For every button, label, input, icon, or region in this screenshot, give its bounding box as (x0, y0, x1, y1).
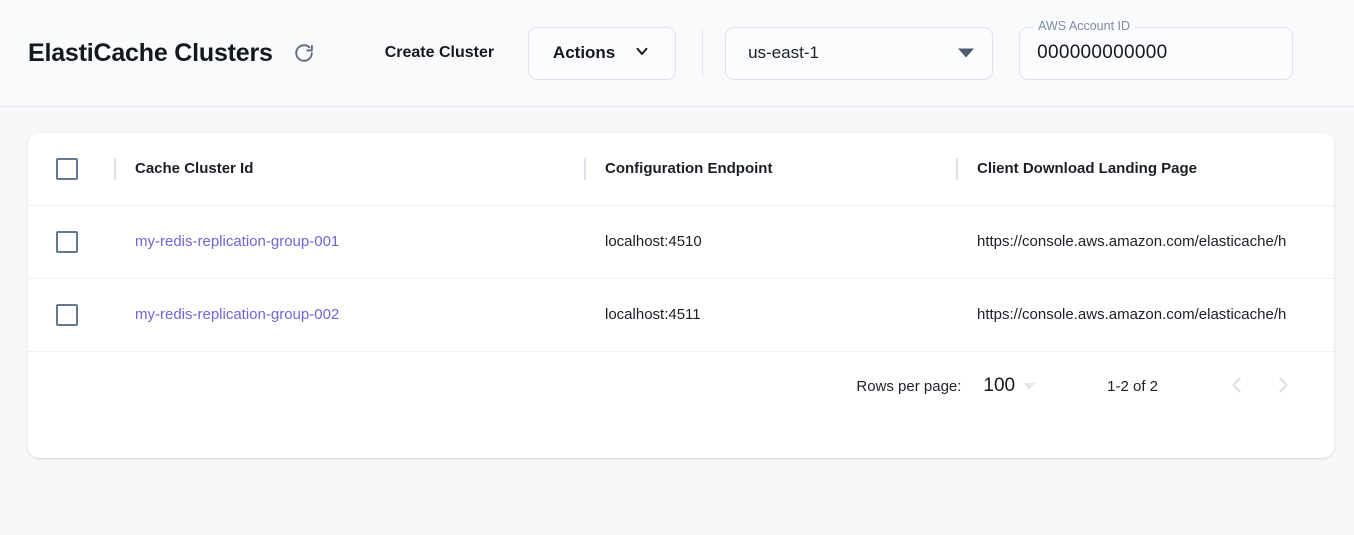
chevron-right-icon (1272, 374, 1294, 399)
select-all-checkbox[interactable] (56, 157, 78, 180)
aws-account-id-outline (1019, 26, 1294, 80)
chevron-left-icon (1226, 374, 1248, 399)
configuration-endpoint-text: localhost:4510 (605, 233, 702, 250)
column-header-configuration-endpoint[interactable]: Configuration Endpoint (584, 133, 956, 205)
column-header-label: Cache Cluster Id (135, 160, 254, 178)
row-select-cell (28, 278, 114, 351)
row-checkbox[interactable] (56, 303, 78, 326)
select-all-cell (28, 133, 114, 205)
cell-client-download-landing-page: https://console.aws.amazon.com/elasticac… (956, 205, 1334, 278)
header-divider (702, 29, 704, 77)
pagination-row: Rows per page: 100 1-2 of 2 (28, 350, 1334, 421)
table-row[interactable]: my-redis-replication-group-002 localhost… (28, 278, 1334, 351)
clusters-table: Cache Cluster Id Configuration Endpoint … (28, 133, 1334, 421)
pagination: Rows per page: 100 1-2 of 2 (28, 352, 1334, 421)
refresh-icon (293, 42, 315, 64)
cell-configuration-endpoint: localhost:4510 (584, 205, 956, 278)
rows-per-page-label: Rows per page: (856, 377, 962, 395)
cluster-id-link[interactable]: my-redis-replication-group-002 (135, 306, 340, 323)
region-select-value: us-east-1 (748, 43, 819, 62)
cluster-id-link[interactable]: my-redis-replication-group-001 (135, 233, 340, 250)
page-header: ElastiCache Clusters Create Cluster Acti… (0, 0, 1354, 107)
row-select-cell (28, 205, 114, 278)
actions-button-label: Actions (552, 43, 616, 62)
cell-configuration-endpoint: localhost:4511 (584, 278, 956, 351)
column-header-label: Configuration Endpoint (605, 160, 773, 178)
table-header-row: Cache Cluster Id Configuration Endpoint … (28, 133, 1334, 205)
aws-account-id-label: AWS Account ID (1033, 18, 1136, 33)
column-divider (114, 157, 116, 180)
landing-page-text: https://console.aws.amazon.com/elasticac… (977, 233, 1287, 250)
refresh-button[interactable] (287, 36, 321, 70)
table-row[interactable]: my-redis-replication-group-001 localhost… (28, 205, 1334, 278)
chevron-down-icon (633, 42, 651, 65)
column-header-cache-cluster-id[interactable]: Cache Cluster Id (114, 133, 584, 205)
landing-page-text: https://console.aws.amazon.com/elasticac… (977, 306, 1287, 323)
previous-page-button[interactable] (1214, 363, 1260, 409)
configuration-endpoint-text: localhost:4511 (605, 306, 701, 323)
pagination-range: 1-2 of 2 (1107, 377, 1158, 395)
cell-client-download-landing-page: https://console.aws.amazon.com/elasticac… (956, 278, 1334, 351)
page-title: ElastiCache Clusters (28, 38, 273, 67)
aws-account-id-field[interactable]: AWS Account ID 000000000000 (1019, 18, 1294, 80)
pagination-cell: Rows per page: 100 1-2 of 2 (28, 350, 1334, 421)
cell-cache-cluster-id: my-redis-replication-group-002 (114, 278, 584, 351)
column-divider (956, 157, 958, 180)
create-cluster-button[interactable]: Create Cluster (384, 44, 495, 61)
aws-account-id-value: 000000000000 (1037, 42, 1168, 63)
actions-button[interactable]: Actions (528, 26, 677, 80)
cell-cache-cluster-id: my-redis-replication-group-001 (114, 205, 584, 278)
column-divider (584, 157, 586, 180)
clusters-card: Cache Cluster Id Configuration Endpoint … (28, 133, 1334, 458)
next-page-button[interactable] (1260, 363, 1306, 409)
rows-per-page-select[interactable]: 100 (983, 375, 1016, 397)
caret-down-icon (1023, 382, 1036, 390)
region-select[interactable]: us-east-1 (725, 26, 994, 80)
table-header: Cache Cluster Id Configuration Endpoint … (28, 133, 1334, 205)
table-body: my-redis-replication-group-001 localhost… (28, 205, 1334, 421)
column-header-label: Client Download Landing Page (977, 160, 1198, 178)
row-checkbox[interactable] (56, 230, 78, 253)
triangle-down-icon (958, 48, 975, 58)
column-header-client-download-landing-page[interactable]: Client Download Landing Page (956, 133, 1334, 205)
